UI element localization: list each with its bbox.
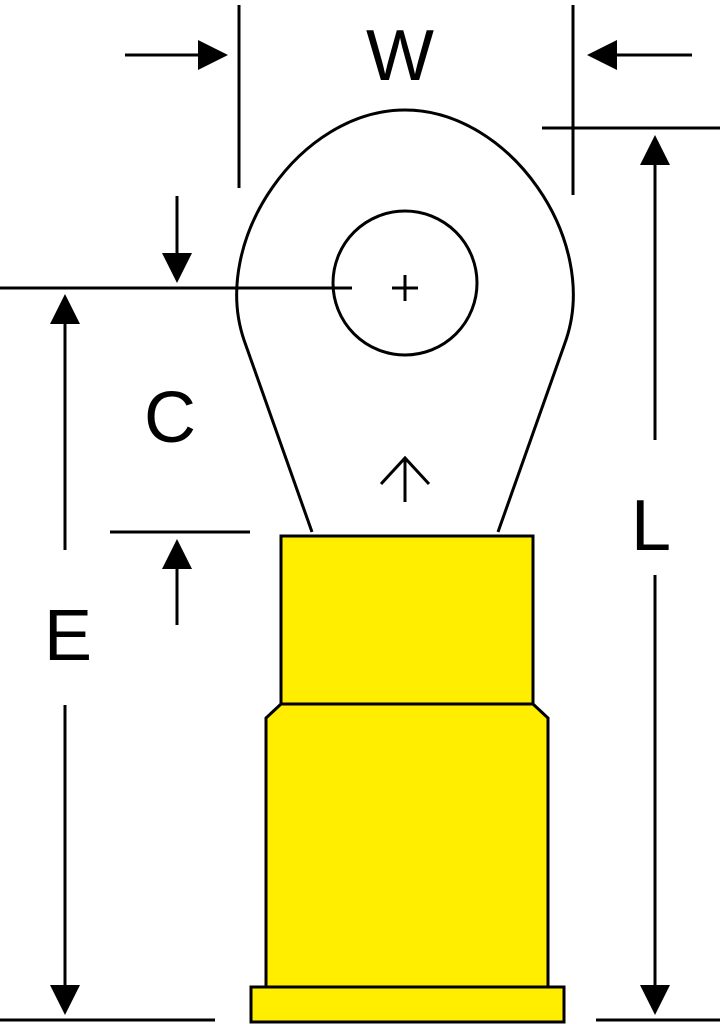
center-dimension <box>0 196 352 625</box>
insulation-lower-barrel <box>264 702 550 989</box>
width-dimension <box>125 5 692 195</box>
center-label: C <box>144 378 196 458</box>
extension-label: E <box>44 596 92 676</box>
stud-hole <box>331 209 479 357</box>
extension-dimension <box>0 294 215 1022</box>
insulation-flange <box>249 985 566 1024</box>
ring-tongue-outline <box>235 108 575 533</box>
length-dimension <box>542 126 720 1022</box>
length-label: L <box>631 486 671 566</box>
width-label: W <box>366 16 434 96</box>
up-arrow-icon <box>379 455 431 502</box>
insulation-upper-barrel <box>279 534 535 706</box>
center-plus-icon <box>392 275 418 301</box>
